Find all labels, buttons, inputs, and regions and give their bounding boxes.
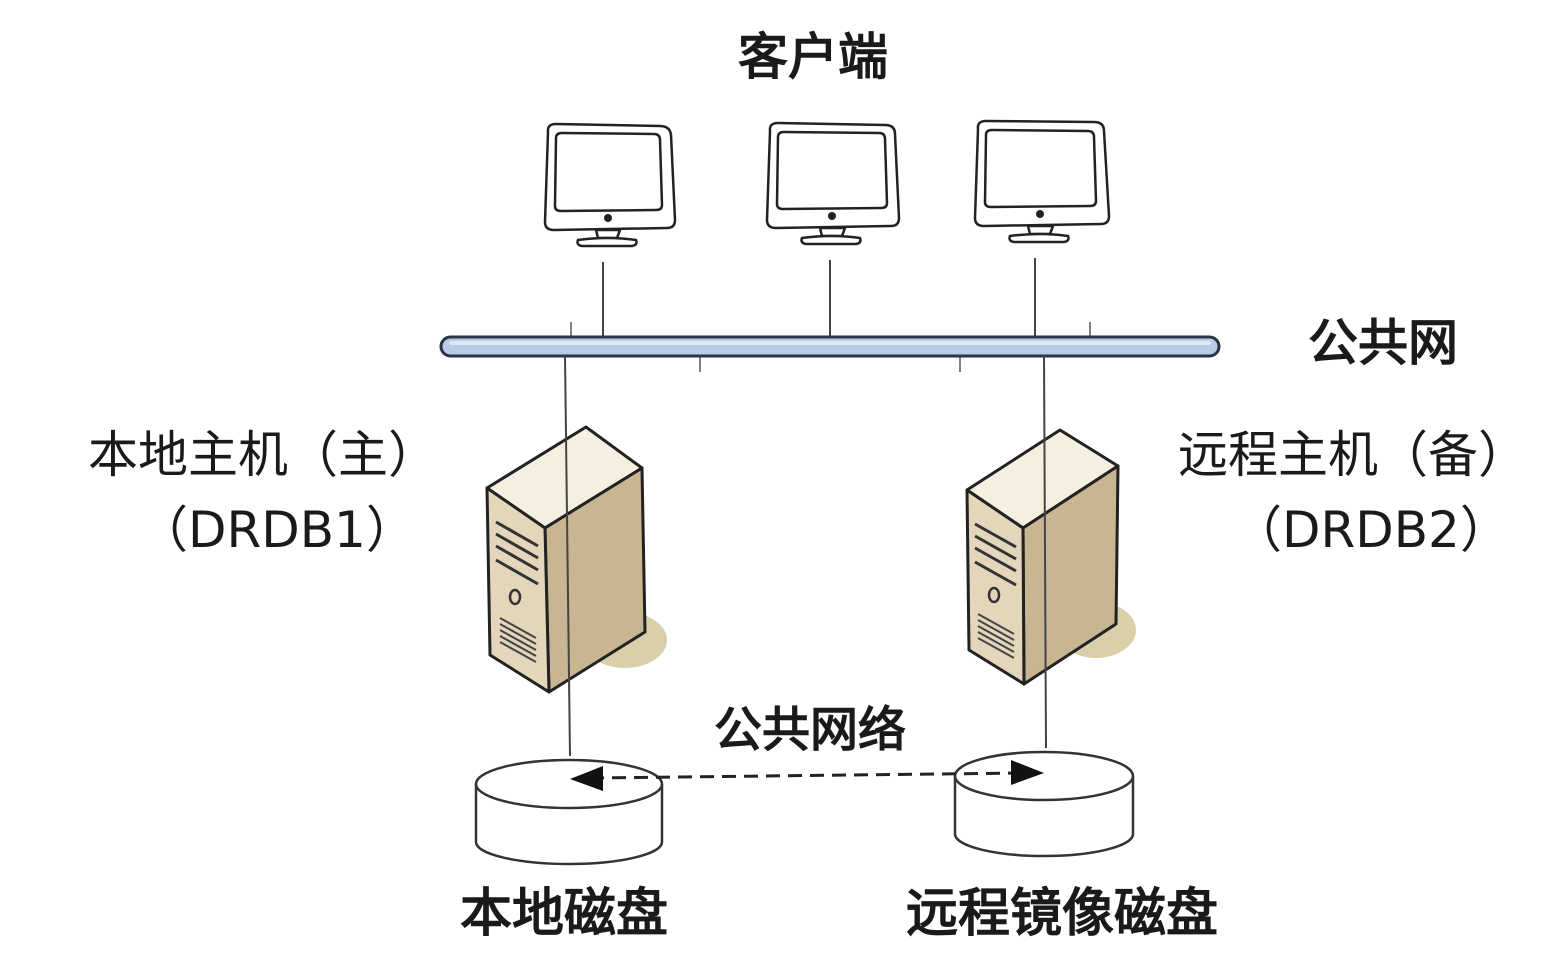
client-monitor-left-icon xyxy=(543,122,677,248)
client-links xyxy=(602,258,1036,338)
client-monitor-right-icon xyxy=(973,119,1111,244)
client-monitor-middle-icon xyxy=(765,121,901,246)
host-links xyxy=(564,355,1047,757)
local-server-icon xyxy=(485,425,667,694)
clients-label: 客户端 xyxy=(738,28,888,86)
replication-network-label: 公共网络 xyxy=(714,702,907,758)
public-network-bar xyxy=(439,335,1221,358)
public-network-bar-highlight xyxy=(449,341,1211,345)
public-network-label: 公共网 xyxy=(1308,314,1458,372)
remote-host-label: 远程主机（备） xyxy=(1178,426,1528,484)
remote-host-id-label: （DRDB2） xyxy=(1232,501,1510,559)
local-disk-label: 本地磁盘 xyxy=(460,884,669,944)
remote-disk-icon xyxy=(953,750,1135,858)
replication-arrow-right-icon xyxy=(1011,760,1044,785)
replication-arrow-left-icon xyxy=(570,766,603,791)
remote-disk-label: 远程镜像磁盘 xyxy=(906,884,1219,944)
local-host-label: 本地主机（主） xyxy=(88,426,438,484)
replication-link xyxy=(589,771,1025,780)
local-disk-icon xyxy=(474,758,664,866)
local-host-id-label: （DRDB1） xyxy=(138,501,416,559)
network-bar-ticks xyxy=(570,322,1091,372)
remote-server-icon xyxy=(965,428,1136,686)
